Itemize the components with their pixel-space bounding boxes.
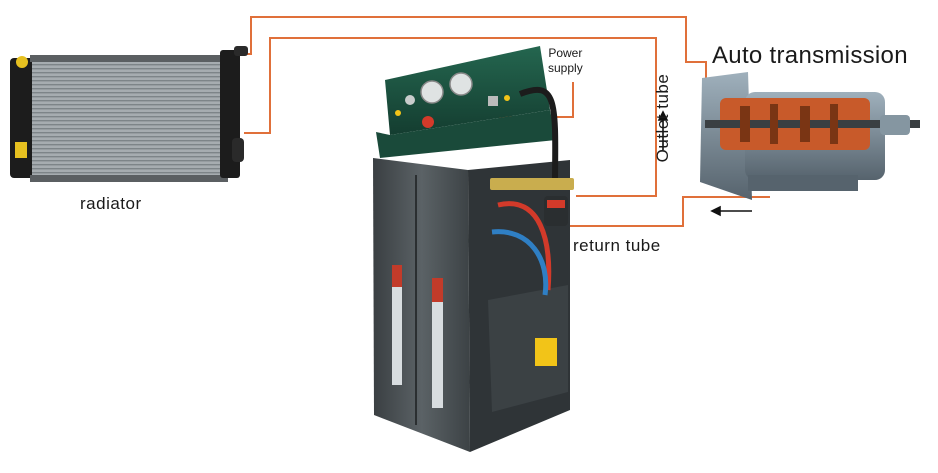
radiator-lower-outlet — [232, 138, 244, 162]
level-tube-right — [432, 278, 443, 408]
flush-machine — [373, 46, 574, 452]
radiator-core — [32, 60, 224, 178]
power-supply-line2: supply — [548, 61, 583, 75]
warning-label-icon — [535, 338, 557, 366]
return-line — [560, 196, 770, 227]
transmission-gears — [740, 104, 838, 144]
auto-transmission — [700, 72, 920, 200]
auto-transmission-label: Auto transmission — [712, 42, 908, 69]
arrow-up-icon — [657, 110, 669, 150]
return-tube-label: return tube — [573, 236, 661, 255]
transmission-pan — [748, 175, 858, 191]
outlet-tube-label: Outlet tube — [653, 73, 672, 163]
radiator-left-tank — [10, 58, 34, 178]
filter-cap — [547, 200, 565, 208]
radiator-label: radiator — [80, 194, 142, 213]
radiator-lower-line — [244, 37, 657, 197]
transmission-tail — [880, 115, 910, 135]
indicator-light-icon — [504, 95, 510, 101]
radiator-top-rail — [30, 55, 228, 62]
machine-vertical-seam — [415, 175, 417, 425]
radiator-cap-icon — [16, 56, 28, 68]
hose-black — [518, 86, 559, 179]
hose-red — [497, 201, 552, 291]
radiator-upper-line — [241, 16, 707, 110]
indicator-light-icon — [395, 110, 401, 116]
arrow-left-icon — [710, 205, 752, 217]
radiator-drain-plug — [15, 142, 27, 158]
level-tube-left — [392, 265, 402, 385]
gauge-left-icon — [420, 80, 444, 104]
power-switch-icon — [422, 116, 434, 128]
radiator-upper-inlet — [234, 46, 248, 56]
power-supply-label: Power supply — [548, 46, 583, 76]
gauge-small-icon — [405, 95, 415, 105]
machine-cabinet — [373, 158, 470, 452]
power-supply-line1: Power — [548, 46, 583, 60]
level-tube-left-mark — [392, 265, 402, 287]
transmission-shaft — [705, 120, 920, 128]
control-knob-icon — [488, 96, 498, 106]
radiator — [10, 46, 248, 182]
machine-top-lid — [376, 110, 556, 158]
level-tube-right-mark — [432, 278, 443, 302]
hose-blue — [491, 229, 549, 296]
connector-bar — [490, 178, 574, 190]
gauge-right-icon — [449, 72, 473, 96]
tube-lines — [241, 16, 770, 227]
radiator-bottom-rail — [30, 175, 228, 182]
machine-side-box — [488, 285, 568, 412]
